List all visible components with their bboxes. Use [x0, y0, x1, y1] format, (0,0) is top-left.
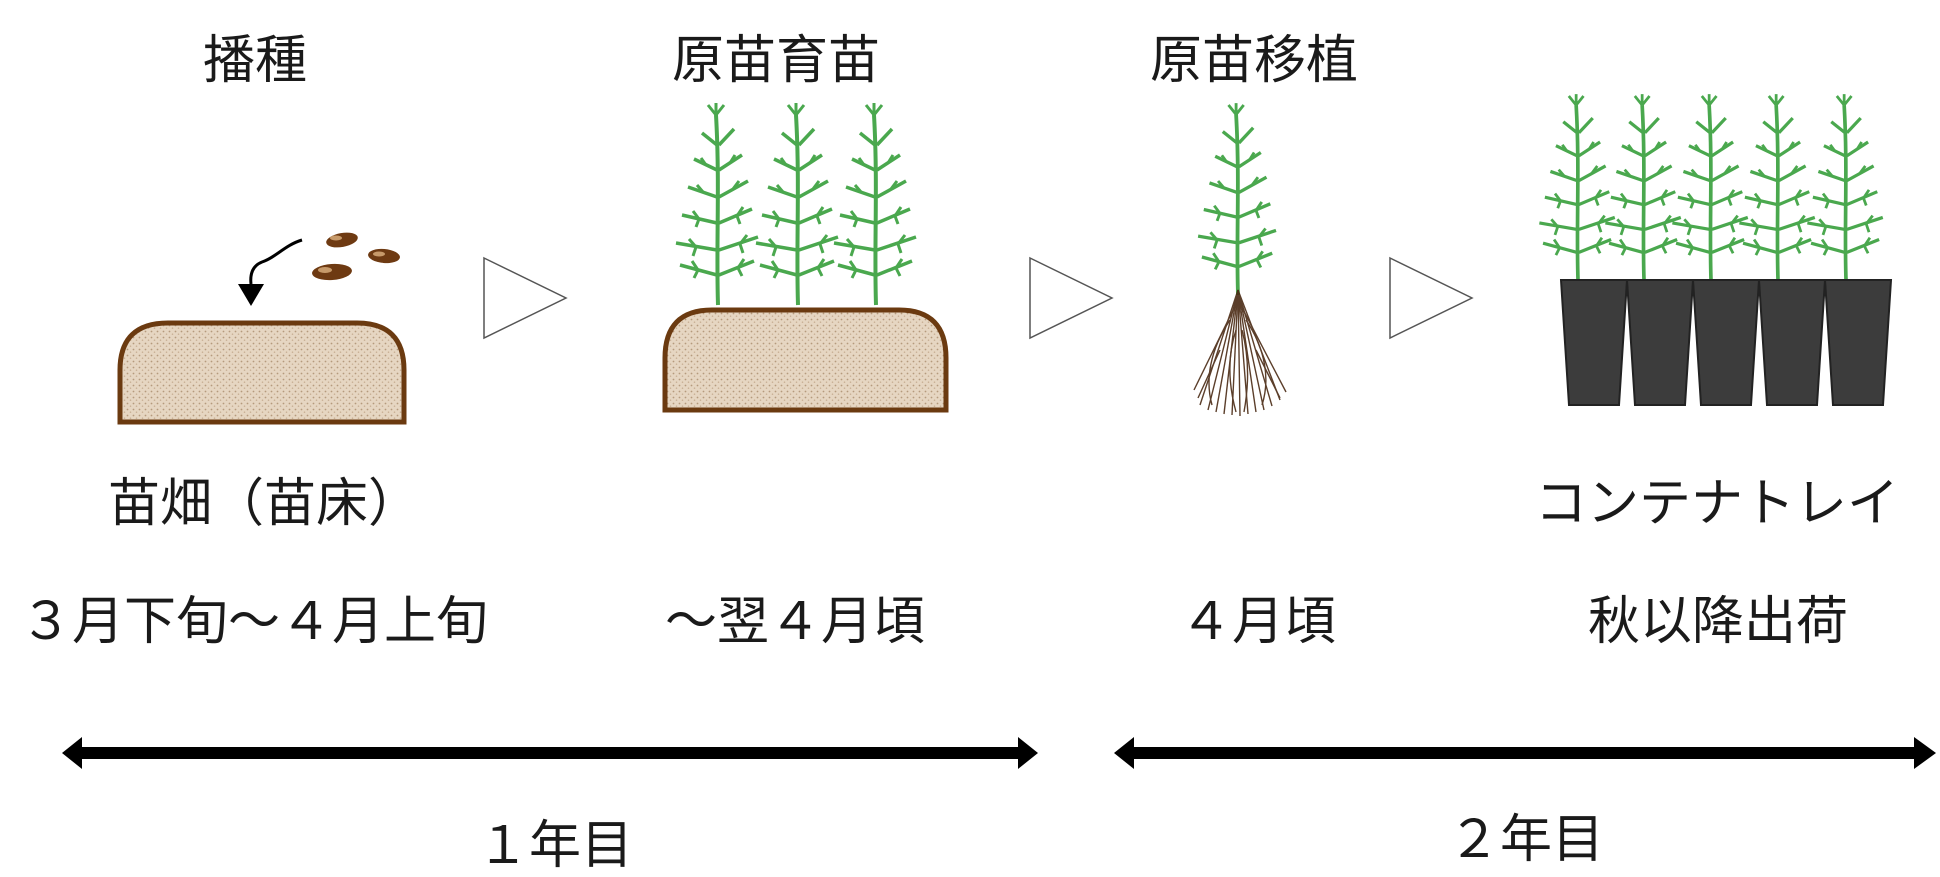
seed-bed-illustration — [117, 320, 407, 425]
stage-title-seedling-raising: 原苗育苗 — [672, 31, 881, 91]
stage-caption-container-tray: コンテナトレイ — [1535, 474, 1900, 534]
stage-title-sowing: 播種 — [203, 31, 308, 91]
down-arrow-icon — [238, 238, 303, 306]
roots-icon — [1193, 289, 1287, 417]
timeline-label-year1: １年目 — [477, 816, 634, 876]
next-arrow-icon — [1029, 256, 1114, 340]
stage-caption-seedbed: 苗畑（苗床） — [108, 474, 421, 534]
next-arrow-icon — [483, 256, 568, 340]
stage-title-transplant: 原苗移植 — [1150, 31, 1359, 91]
seedling-bed-illustration — [662, 101, 949, 413]
timeline-arrow-year2 — [1114, 737, 1936, 769]
next-arrow-icon — [1389, 256, 1474, 340]
container-tray-illustration — [1537, 92, 1893, 406]
timeline-arrow-year1 — [62, 737, 1038, 769]
stage-period-shipping: 秋以降出荷 — [1588, 592, 1849, 652]
stage-period-transplant: ４月頃 — [1180, 592, 1337, 652]
seeds-icon — [312, 232, 400, 281]
stage-period-seedling-raising: ～翌４月頃 — [665, 592, 926, 652]
stage-period-sowing: ３月下旬～４月上旬 — [20, 592, 489, 652]
transplant-seedling-illustration — [1193, 101, 1287, 417]
timeline-label-year2: ２年目 — [1448, 810, 1605, 870]
